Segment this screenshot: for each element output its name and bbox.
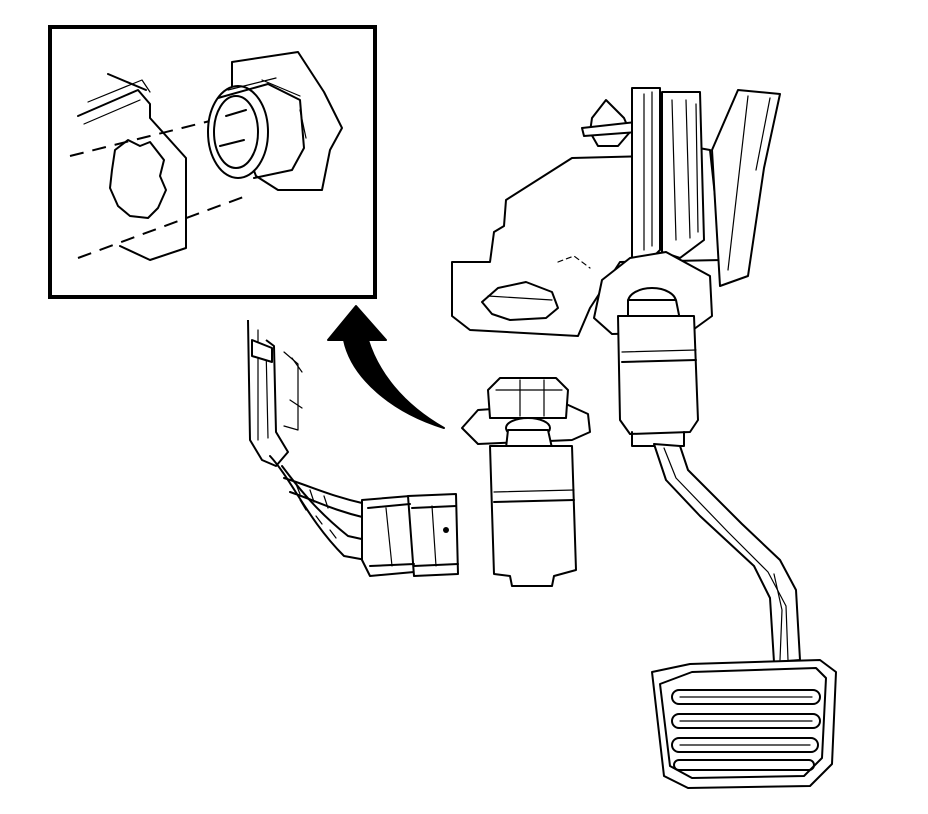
sensor-body (489, 445, 577, 587)
pedal-pad (651, 659, 837, 789)
pedal-rib-1 (671, 689, 821, 705)
harness-wire-2 (283, 477, 367, 505)
pedal-rib-3 (671, 737, 819, 753)
inset-alignment-line-bottom (77, 195, 247, 259)
detail-inset-view (48, 25, 377, 299)
connector-half-left (361, 495, 415, 577)
inset-alignment-line-top (69, 117, 223, 157)
pedal-bracket (451, 87, 781, 337)
pedal-rib-2 (671, 713, 821, 729)
inset-keyed-hole (109, 139, 167, 219)
sensor-top-cap (487, 377, 569, 419)
curved-arrow-icon (327, 305, 445, 429)
bracket-mount-hole (481, 281, 559, 321)
pedal-position-sensor (461, 377, 591, 587)
bracket-rail (711, 89, 781, 287)
bracket-arm (631, 87, 661, 271)
connector-half-right (407, 493, 459, 577)
pedal-rib-4 (673, 759, 815, 771)
inset-bracket-plate (77, 89, 187, 261)
installed-sensor-body (617, 315, 699, 435)
harness-wire-1 (269, 455, 367, 561)
removal-direction-arrow (327, 305, 445, 429)
wiring-harness-connector (247, 319, 459, 577)
accelerator-pedal (651, 443, 837, 789)
installed-sensor (617, 287, 699, 447)
